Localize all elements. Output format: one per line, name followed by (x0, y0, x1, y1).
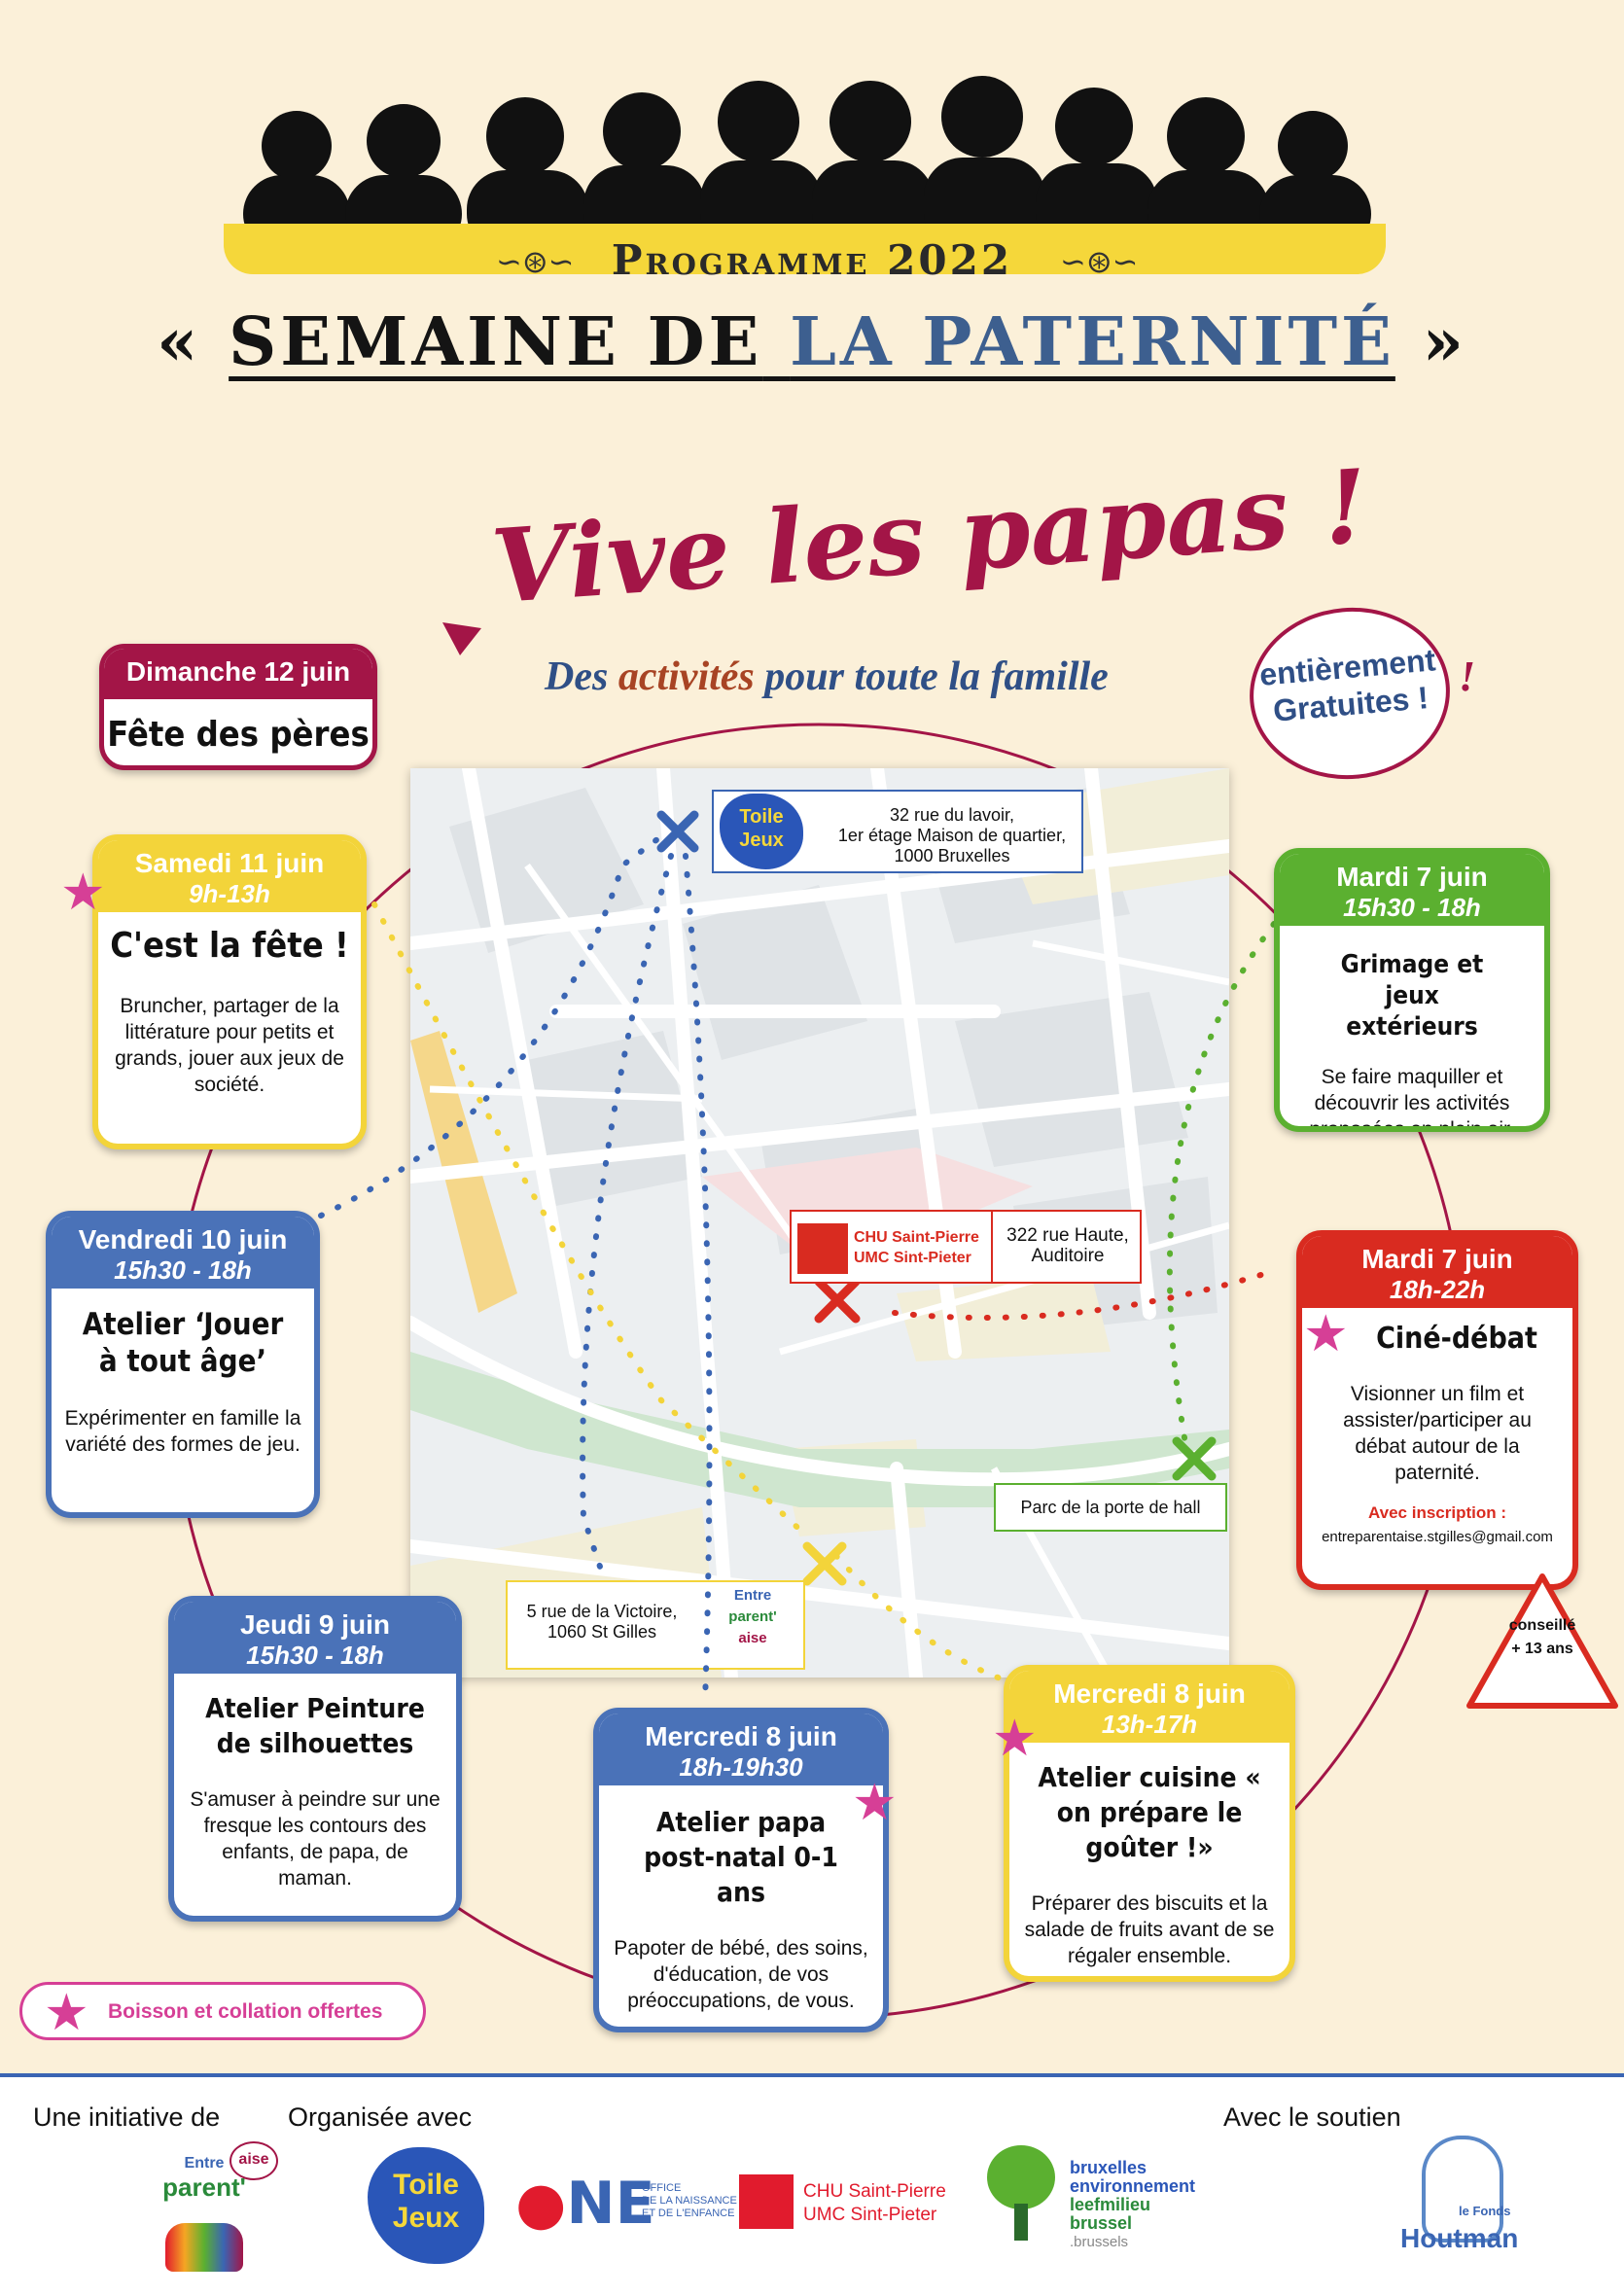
map-streets (410, 768, 1229, 1678)
address-victoire: 5 rue de la Victoire,1060 St Gilles (506, 1580, 805, 1670)
support-label: Avec le soutien (1223, 2102, 1401, 2132)
one-logo: ●NE (515, 2170, 655, 2238)
houtman-logo: Houtman (1400, 2223, 1519, 2253)
page-title: « SEMAINE DE LA PATERNITÉ » (156, 303, 1468, 381)
houtman-figure-icon (1422, 2136, 1503, 2243)
initiative-label: Une initiative de (33, 2102, 221, 2132)
snack-star-icon: ★ (44, 1985, 89, 2041)
subtitle: Des activités pour toute la famille (545, 654, 1109, 699)
chu-logo-icon (797, 1223, 848, 1274)
location-map: 32 rue du lavoir,1er étage Maison de qua… (410, 768, 1229, 1678)
program-year: Programme 2022 (611, 236, 1013, 284)
legend: ★ Boisson et collation offertes (19, 1982, 426, 2040)
houtman-small-text: le Fonds (1459, 2204, 1511, 2218)
family-figures-icon (165, 2223, 243, 2272)
fathers-silhouette-illustration (243, 76, 1371, 243)
organised-label: Organisée avec (288, 2102, 473, 2132)
ornament-left-icon: ∽⊛∽ (496, 244, 575, 279)
email-link[interactable]: entreparentaise.stgilles@gmail.com (1322, 1529, 1553, 1545)
snack-star-icon: ★ (852, 1775, 898, 1831)
age-warning-triangle (1466, 1573, 1618, 1709)
snack-star-icon: ★ (1303, 1306, 1349, 1362)
entre-parentaise-logo: Entre parent' aise (136, 2141, 278, 2281)
footer: Une initiative de Organisée avec Avec le… (0, 2073, 1624, 2296)
chu-logo-icon (739, 2174, 794, 2229)
snack-star-icon: ★ (992, 1711, 1038, 1767)
event-card-dimanche[interactable]: Dimanche 12 juin Fête des pères (99, 644, 377, 770)
age-warning-text: conseillé+ 13 ans (1508, 1617, 1576, 1657)
tree-logo-icon (977, 2145, 1065, 2243)
yellow-banner (224, 224, 1386, 274)
bruxelles-environnement-logo: bruxelles environnement leefmilieu bruss… (1070, 2158, 1196, 2251)
triangle-pointer-icon (442, 622, 481, 655)
ornament-right-icon: ∽⊛∽ (1060, 244, 1139, 279)
snack-star-icon: ★ (60, 865, 106, 921)
address-parc: Parc de la porte de hall (994, 1483, 1227, 1532)
subtitle-exclamation: ! (1459, 653, 1476, 700)
